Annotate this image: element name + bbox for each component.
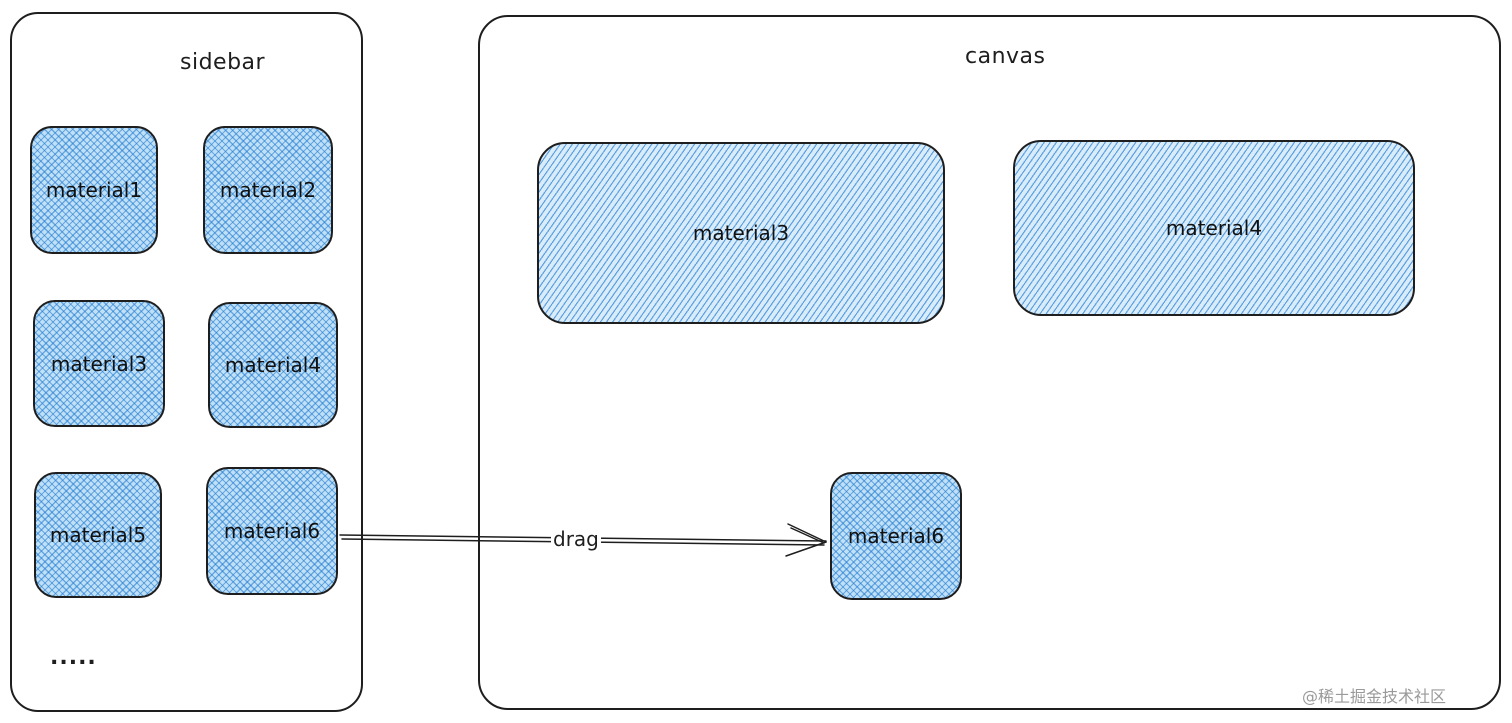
sidebar-material-3[interactable]: material3 bbox=[33, 300, 165, 427]
canvas-title: canvas bbox=[965, 44, 1046, 69]
sidebar-material-2[interactable]: material2 bbox=[203, 126, 333, 254]
sidebar-material-4-label: material4 bbox=[224, 353, 322, 377]
sidebar-material-5-label: material5 bbox=[49, 523, 147, 547]
canvas-material-6[interactable]: material6 bbox=[830, 472, 962, 600]
canvas-material-6-label: material6 bbox=[847, 524, 945, 548]
drag-label: drag bbox=[551, 527, 601, 551]
canvas-material-4-label: material4 bbox=[1165, 216, 1263, 240]
sidebar-material-4[interactable]: material4 bbox=[208, 302, 338, 428]
sidebar-material-3-label: material3 bbox=[50, 351, 148, 376]
sidebar-panel bbox=[10, 12, 363, 712]
sidebar-material-5[interactable]: material5 bbox=[34, 472, 162, 598]
sidebar-material-6[interactable]: material6 bbox=[206, 467, 338, 595]
watermark: @稀土掘金技术社区 bbox=[1302, 687, 1447, 706]
sidebar-material-1[interactable]: material1 bbox=[30, 126, 158, 254]
sidebar-material-1-label: material1 bbox=[45, 178, 143, 202]
canvas-material-3[interactable]: material3 bbox=[537, 142, 945, 324]
sidebar-title: sidebar bbox=[180, 50, 266, 75]
more-materials-ellipsis: ..... bbox=[50, 645, 97, 670]
canvas-material-3-label: material3 bbox=[692, 221, 790, 245]
canvas-panel bbox=[478, 15, 1501, 710]
sidebar-material-2-label: material2 bbox=[219, 178, 317, 202]
sidebar-material-6-label: material6 bbox=[223, 519, 321, 543]
canvas-material-4[interactable]: material4 bbox=[1013, 140, 1415, 316]
